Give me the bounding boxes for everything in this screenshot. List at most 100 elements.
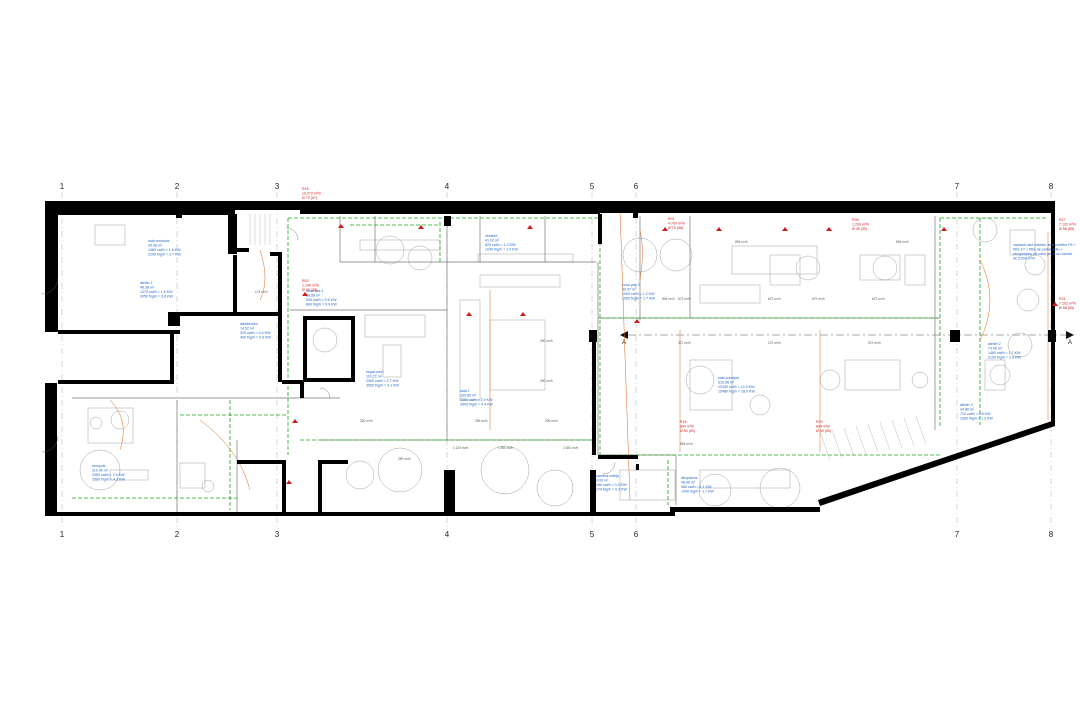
- room-label-line: 1440 frig/h = 1.7 KW: [681, 490, 714, 494]
- room-label-line: atelier 3: [960, 403, 973, 407]
- unit-label-line: Ø 70 (67): [302, 196, 317, 200]
- grid-label-5-bottom: 5: [590, 530, 595, 539]
- room-label-line: 270 frig/h = 0.3 KW: [596, 488, 627, 492]
- unit-label-line: Ø 45 (35): [302, 288, 317, 292]
- unit-label-r18: R18 894 m³/h Ø 50 (50): [680, 420, 695, 433]
- room-label-line: 110.40 m²: [92, 469, 109, 473]
- room-label-line: 1060 frig/h = 1.2 KW: [960, 417, 993, 421]
- room-label-line: 516.56 m²: [718, 381, 735, 385]
- room-label-line: atelier 1: [140, 281, 153, 285]
- room-label-line: 73.06 m²: [988, 347, 1003, 351]
- door-swings: [41, 227, 616, 475]
- unit-label-line: R19: [816, 420, 823, 424]
- flow-label: 1.120 m³/h: [453, 446, 468, 450]
- room-label-line: 41.02 m²: [485, 239, 500, 243]
- room-label-line: 1240 frig/h = 1.4 KW: [485, 248, 518, 252]
- unit-label-line: R18: [680, 420, 687, 424]
- room-label-line: sala 1: [460, 389, 470, 393]
- room-label-sala-reunions: sala reunions 35.98 m² 1460 cal/h = 1.6 …: [148, 239, 181, 257]
- room-label-sala-principal: sala principal 516.56 m² 10330 cal/h = 1…: [718, 376, 755, 394]
- unit-label-r16: R16 10.272 m³/h Ø 70 (67): [302, 187, 321, 200]
- room-label-line: zona pas 2: [622, 283, 640, 287]
- flow-label: 372 m³/h: [678, 341, 691, 345]
- air-intake-note: captació aire exterior amb prefiltre F6 …: [1013, 243, 1076, 261]
- room-label-line: 490 frig/h = 0.6 KW: [240, 336, 271, 340]
- room-label-line: espai previ: [366, 370, 384, 374]
- room-label-line: despatxos: [681, 476, 698, 480]
- grid-label-1-top: 1: [60, 182, 65, 191]
- grid-label-3-top: 3: [275, 182, 280, 191]
- room-annotations: sala reunions 35.98 m² 1460 cal/h = 1.6 …: [92, 234, 1021, 494]
- room-label-line: 14.52 m²: [240, 327, 255, 331]
- room-label-line: vestidor: [485, 234, 498, 238]
- note-line: recuperador de calor per a un caudal: [1013, 252, 1072, 256]
- grid-label-1-bottom: 1: [60, 530, 65, 539]
- room-label-espai-previ: espai previ 110.22 m² 2360 cal/h = 2.7 K…: [366, 370, 399, 388]
- room-label-line: 169.85 m²: [460, 394, 477, 398]
- unit-label-line: 894 m³/h: [680, 425, 694, 429]
- flow-label: 372 m³/h: [768, 341, 781, 345]
- room-label-line: 3050 frig/h = 3.6 KW: [140, 295, 173, 299]
- service-lines: [109, 209, 1049, 501]
- unit-label-line: 10.272 m³/h: [302, 192, 321, 196]
- room-label-line: 800 frig/h = 0.9 KW: [306, 303, 337, 307]
- room-label-line: 1000 cal/h = 1.2 KW: [622, 292, 655, 296]
- room-label-line: 9.00 m²: [596, 479, 609, 483]
- flow-label: 672 m³/h: [872, 297, 885, 301]
- unit-label-line: Ø 50 (50): [816, 429, 831, 433]
- grid-axis-labels-top: 1 2 3 4 5 6 7 8: [60, 182, 1054, 191]
- flow-label: 672 m³/h: [812, 297, 825, 301]
- room-label-line: 34.86 m²: [960, 408, 975, 412]
- room-label-line: 3500 frig/h = 4.4 KW: [460, 403, 493, 407]
- grid-label-3-bottom: 3: [275, 530, 280, 539]
- grid-label-6-bottom: 6: [634, 530, 639, 539]
- flow-label: 290 m³/h: [540, 379, 553, 383]
- section-mark-left: A: [622, 340, 626, 346]
- room-label-line: recepció: [92, 464, 106, 468]
- grid-label-2-top: 2: [175, 182, 180, 191]
- grid-axis-labels-bottom: 1 2 3 4 5 6 7 8: [60, 530, 1054, 539]
- flow-label: 174 m³/h: [255, 290, 268, 294]
- room-label-line: 2360 cal/h = 2.7 KW: [366, 379, 399, 383]
- room-label-line: cambra neteja: [596, 474, 619, 478]
- room-label-line: 1460 cal/h = 1.6 KW: [148, 248, 181, 252]
- walls: [45, 201, 1056, 516]
- flow-label: 894 m³/h: [662, 297, 675, 301]
- unit-label-line: R02: [302, 279, 309, 283]
- room-label-line: atelier 2: [988, 342, 1001, 346]
- room-label-line: 1500 frig/h = 1.7 KW: [622, 297, 655, 301]
- room-label-zona-pas-2: zona pas 2 49.97 m² 1000 cal/h = 1.2 KW …: [622, 283, 655, 301]
- unit-label-line: R09: [852, 218, 859, 222]
- room-label-line: 2350 cal/h = 2.9 KW: [460, 398, 493, 402]
- room-label-line: 15480 frig/h = 18.0 KW: [718, 390, 755, 394]
- unit-label-line: Ø 58 (55): [1059, 306, 1074, 310]
- room-label-line: 10330 cal/h = 12.0 KW: [718, 385, 755, 389]
- unit-label-line: R17: [1059, 218, 1066, 222]
- room-label-line: 180 cal/h = 0.2 KW: [596, 483, 627, 487]
- note-line: de 5.000 m³/h: [1013, 257, 1035, 261]
- unit-label-line: Ø 50 (50): [680, 429, 695, 433]
- room-label-distribuidor: distribuïdor 14.52 m² 325 cal/h = 0.4 KW…: [240, 322, 271, 340]
- room-label-atelier-2: atelier 2 73.06 m² 1460 cal/h = 1.7 KW 2…: [988, 342, 1021, 360]
- grid-label-8-top: 8: [1049, 182, 1054, 191]
- unit-label-r01: R01 4.700 m³/h Ø 73 (58): [668, 217, 685, 230]
- room-label-line: 710 cal/h = 0.8 KW: [960, 412, 991, 416]
- unit-label-line: 1.140 m³/h: [302, 284, 319, 288]
- furniture-layer: [79, 214, 1046, 509]
- room-label-line: 49.97 m²: [622, 288, 637, 292]
- flow-label: 372 m³/h: [868, 341, 881, 345]
- room-label-line: 3550 frig/h = 4.1 KW: [366, 384, 399, 388]
- unit-label-line: 894 m³/h: [816, 425, 830, 429]
- flow-label: 894 m³/h: [680, 442, 693, 446]
- room-label-line: 35.98 m²: [148, 244, 163, 248]
- unit-label-line: Ø 45 (35): [852, 227, 867, 231]
- flow-label: 320 m³/h: [360, 419, 373, 423]
- room-label-despatxos: despatxos 48.06 m² 960 cal/h = 1.1 KW 14…: [681, 476, 714, 494]
- diffuser-markers: [286, 224, 1058, 484]
- room-label-line: 48.06 m²: [681, 481, 696, 485]
- flow-label: 290 m³/h: [545, 419, 558, 423]
- unit-label-line: Ø 73 (58): [668, 226, 683, 230]
- unit-label-line: Ø 58 (55): [1059, 227, 1074, 231]
- interior-partitions: [72, 216, 940, 512]
